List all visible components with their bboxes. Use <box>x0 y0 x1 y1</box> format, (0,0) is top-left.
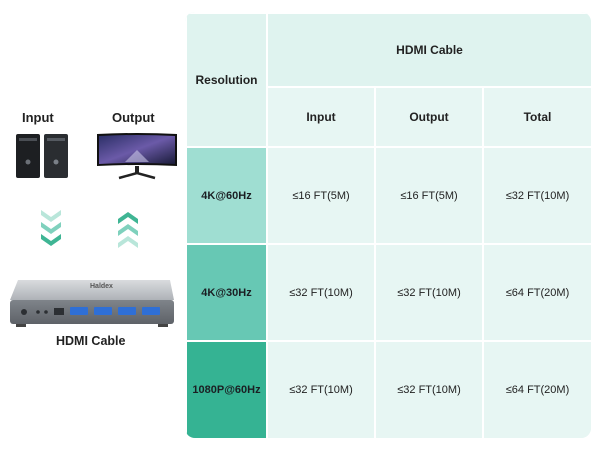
table-row: 4K@60Hz ≤16 FT(5M) ≤16 FT(5M) ≤32 FT(10M… <box>185 146 591 245</box>
subheader-input: Input <box>266 86 376 148</box>
row-resolution: 1080P@60Hz <box>185 340 268 438</box>
cell-input: ≤16 FT(5M) <box>266 146 376 245</box>
table-row: 4K@30Hz ≤32 FT(10M) ≤32 FT(10M) ≤64 FT(2… <box>185 243 591 342</box>
cell-input: ≤32 FT(10M) <box>266 340 376 438</box>
kvm-switch-device <box>10 280 174 327</box>
cell-total: ≤64 FT(20M) <box>481 340 591 438</box>
hdmi-cable-header: HDMI Cable <box>265 12 591 88</box>
monitor-icon <box>97 133 177 180</box>
output-label: Output <box>112 110 155 125</box>
cell-output: ≤16 FT(5M) <box>374 146 484 245</box>
cable-length-table: Resolution HDMI Cable Input Output Total… <box>185 12 591 438</box>
device-brand: Haldex <box>90 283 113 290</box>
resolution-header: Resolution <box>185 12 268 148</box>
arrows-up-icon <box>118 212 138 248</box>
cell-total: ≤32 FT(10M) <box>481 146 591 245</box>
row-resolution: 4K@30Hz <box>185 243 268 342</box>
cell-input: ≤32 FT(10M) <box>266 243 376 342</box>
subheader-output: Output <box>374 86 484 148</box>
arrows-down-icon <box>41 210 61 246</box>
cell-total: ≤64 FT(20M) <box>481 243 591 342</box>
row-resolution: 4K@60Hz <box>185 146 268 245</box>
subheader-total: Total <box>481 86 591 148</box>
device-caption: HDMI Cable <box>56 334 126 348</box>
cell-output: ≤32 FT(10M) <box>374 340 484 438</box>
desktop-pc-icon <box>16 134 68 178</box>
table-row: 1080P@60Hz ≤32 FT(10M) ≤32 FT(10M) ≤64 F… <box>185 340 591 438</box>
input-label: Input <box>22 110 54 125</box>
cell-output: ≤32 FT(10M) <box>374 243 484 342</box>
